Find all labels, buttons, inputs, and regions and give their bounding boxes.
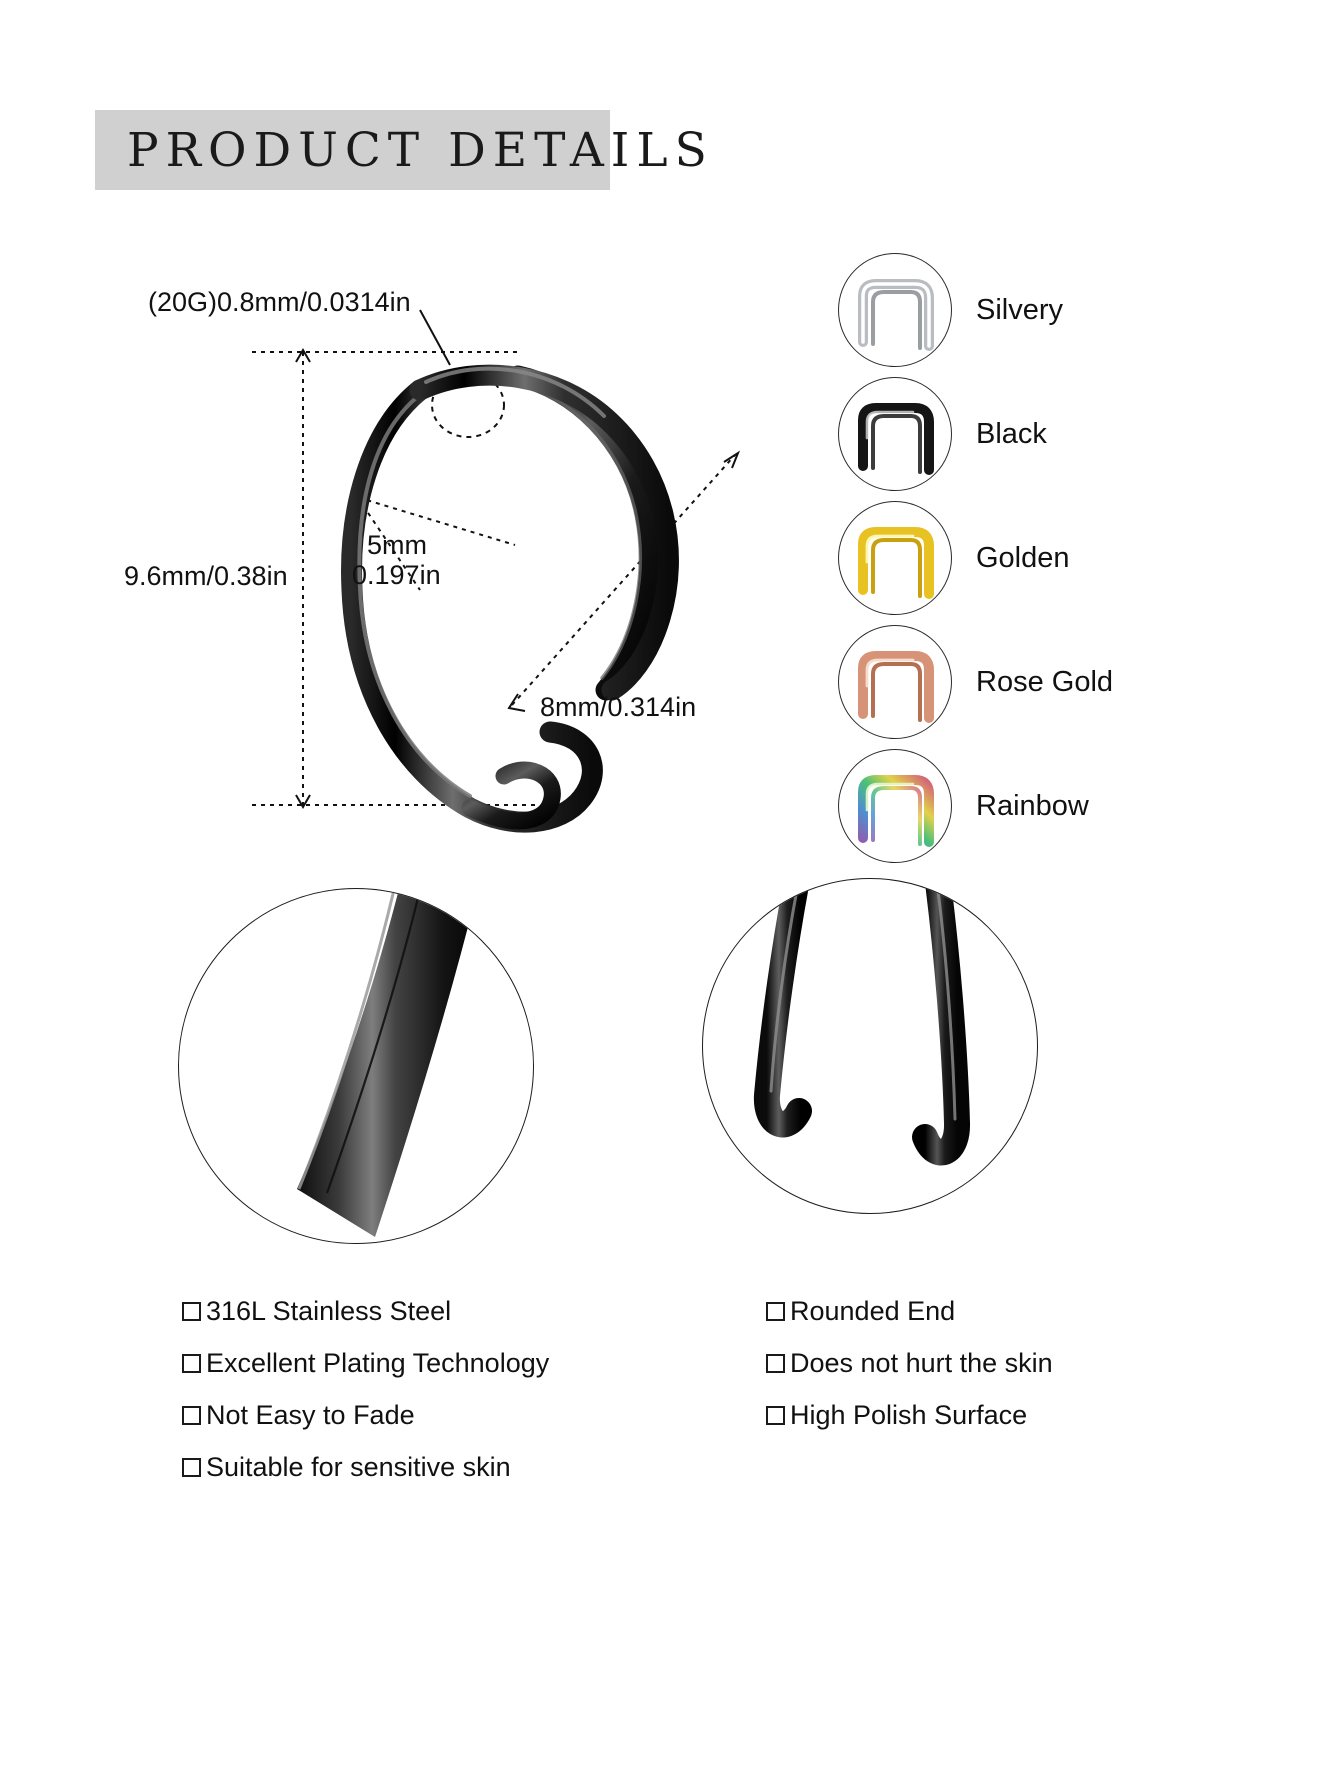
feature-item: Does not hurt the skin (766, 1337, 1053, 1389)
feature-item: Rounded End (766, 1285, 1053, 1337)
dimension-inner-width-mm: 5mm (367, 530, 427, 560)
color-swatch-thumbnail (838, 377, 952, 491)
feature-list-right: Rounded End Does not hurt the skin High … (766, 1285, 1053, 1441)
squared-hoop-icon (858, 527, 934, 599)
detail-zoom-surface (178, 888, 534, 1244)
color-option-rainbow[interactable]: Rainbow (838, 744, 1298, 868)
checkbox-icon (766, 1405, 785, 1425)
feature-label: Excellent Plating Technology (206, 1347, 550, 1378)
squared-hoop-icon (858, 775, 934, 847)
squared-hoop-icon (858, 403, 934, 475)
color-swatch-thumbnail (838, 253, 952, 367)
feature-label: High Polish Surface (790, 1399, 1028, 1430)
color-option-rose-gold[interactable]: Rose Gold (838, 620, 1298, 744)
color-swatch-thumbnail (838, 749, 952, 863)
dimension-gauge-label: (20G)0.8mm/0.0314in (148, 287, 411, 317)
feature-item: Excellent Plating Technology (182, 1337, 549, 1389)
checkbox-icon (766, 1301, 785, 1321)
dimension-inner-width-inch: 0.197in (352, 560, 441, 590)
feature-label: Does not hurt the skin (790, 1347, 1053, 1378)
color-option-silvery[interactable]: Silvery (838, 248, 1298, 372)
checkbox-icon (182, 1457, 201, 1477)
color-swatch-thumbnail (838, 501, 952, 615)
checkbox-icon (182, 1405, 201, 1425)
header-band (95, 110, 610, 190)
feature-item: Not Easy to Fade (182, 1389, 549, 1441)
squared-hoop-icon (858, 651, 934, 723)
detail-zoom-rounded-end (702, 878, 1038, 1214)
feature-item: High Polish Surface (766, 1389, 1053, 1441)
product-hero-diagram (120, 270, 820, 890)
dimension-width-label: 8mm/0.314in (540, 692, 697, 722)
feature-label: Rounded End (790, 1295, 956, 1326)
color-swatch-thumbnail (838, 625, 952, 739)
color-option-black[interactable]: Black (838, 372, 1298, 496)
color-label: Golden (976, 541, 1070, 574)
color-label: Rose Gold (976, 665, 1114, 698)
feature-item: Suitable for sensitive skin (182, 1441, 549, 1493)
feature-item: 316L Stainless Steel (182, 1285, 549, 1337)
color-options-list: Silvery Black Golden (838, 248, 1298, 868)
page-title: PRODUCT DETAILS (127, 123, 714, 178)
checkbox-icon (182, 1353, 201, 1373)
feature-label: Not Easy to Fade (206, 1399, 415, 1430)
rounded-end-closeup-illustration (753, 879, 970, 1166)
checkbox-icon (182, 1301, 201, 1321)
color-label: Rainbow (976, 789, 1089, 822)
squared-hoop-icon (858, 279, 934, 351)
dimension-height-label: 9.6mm/0.38in (124, 561, 288, 591)
feature-list-left: 316L Stainless Steel Excellent Plating T… (182, 1285, 549, 1493)
color-option-golden[interactable]: Golden (838, 496, 1298, 620)
feature-label: 316L Stainless Steel (206, 1295, 452, 1326)
product-illustration (252, 309, 741, 833)
color-label: Silvery (976, 293, 1064, 326)
color-label: Black (976, 417, 1047, 450)
surface-closeup-illustration (297, 889, 478, 1237)
checkbox-icon (766, 1353, 785, 1373)
feature-label: Suitable for sensitive skin (206, 1451, 511, 1482)
